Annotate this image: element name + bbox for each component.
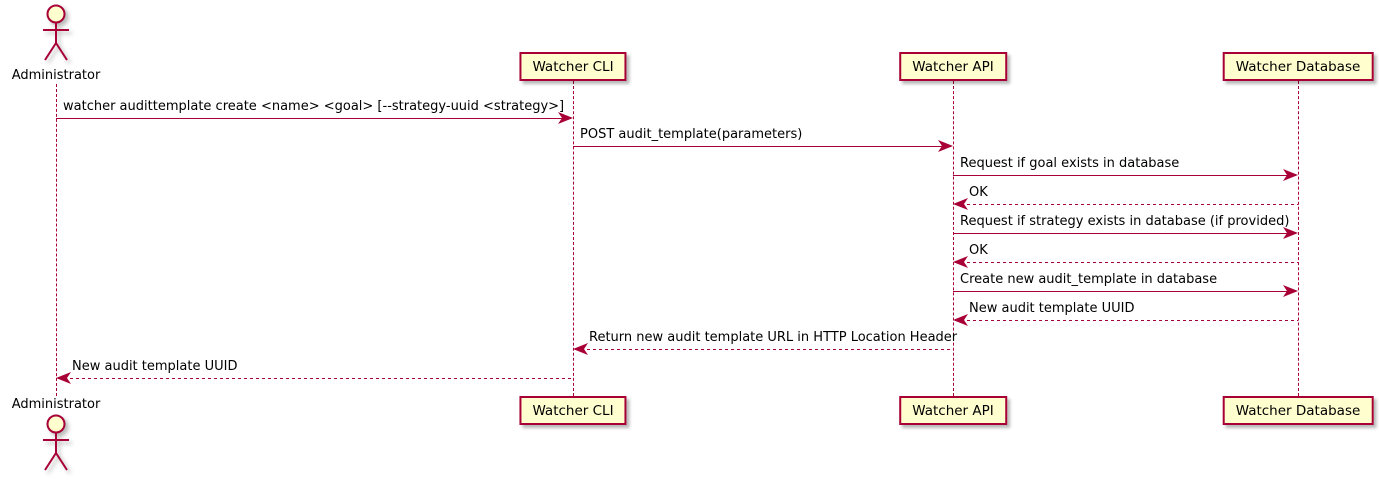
message-line — [573, 145, 951, 147]
message-label: Request if strategy exists in database (… — [960, 214, 1290, 229]
message-line — [575, 348, 953, 350]
arrowhead-icon — [1283, 169, 1298, 181]
arrowhead-icon — [573, 343, 588, 355]
message-line — [953, 174, 1296, 176]
message-label: New audit template UUID — [72, 359, 238, 374]
message-label: New audit template UUID — [969, 301, 1135, 316]
arrowhead-icon — [1283, 285, 1298, 297]
message-label: Return new audit template URL in HTTP Lo… — [589, 330, 958, 345]
message-label: OK — [969, 185, 988, 200]
actor-icon — [43, 4, 69, 61]
actor-icon — [43, 414, 69, 471]
lifeline-api — [952, 81, 954, 396]
message-line — [58, 377, 573, 379]
arrowhead-icon — [953, 198, 968, 210]
participant-box-cli-top: Watcher CLI — [519, 52, 627, 81]
arrowhead-icon — [953, 314, 968, 326]
message-label: Create new audit_template in database — [960, 272, 1218, 287]
participant-box-db-bottom: Watcher Database — [1222, 396, 1374, 425]
message-label: watcher audittemplate create <name> <goa… — [63, 99, 565, 114]
message-label: OK — [969, 243, 988, 258]
arrowhead-icon — [953, 256, 968, 268]
actor-administrator-top: Administrator — [0, 0, 120, 86]
participant-box-api-bottom: Watcher API — [899, 396, 1007, 425]
participant-box-api-top: Watcher API — [899, 52, 1007, 81]
arrowhead-icon — [558, 112, 573, 124]
participant-box-db-top: Watcher Database — [1222, 52, 1374, 81]
message-line — [955, 261, 1298, 263]
message-line — [955, 203, 1298, 205]
message-label: POST audit_template(parameters) — [580, 127, 803, 142]
lifeline-admin — [55, 84, 57, 396]
actor-administrator-bottom: Administrator — [0, 396, 120, 483]
message-line — [953, 232, 1296, 234]
arrowhead-icon — [1283, 227, 1298, 239]
actor-label: Administrator — [11, 68, 101, 83]
message-line — [955, 319, 1298, 321]
message-line — [56, 117, 571, 119]
lifeline-cli — [572, 81, 574, 396]
participant-box-cli-bottom: Watcher CLI — [519, 396, 627, 425]
lifeline-db — [1297, 81, 1299, 396]
message-line — [953, 290, 1296, 292]
message-label: Request if goal exists in database — [960, 156, 1180, 171]
arrowhead-icon — [56, 372, 71, 384]
actor-label: Administrator — [11, 397, 101, 412]
arrowhead-icon — [938, 140, 953, 152]
